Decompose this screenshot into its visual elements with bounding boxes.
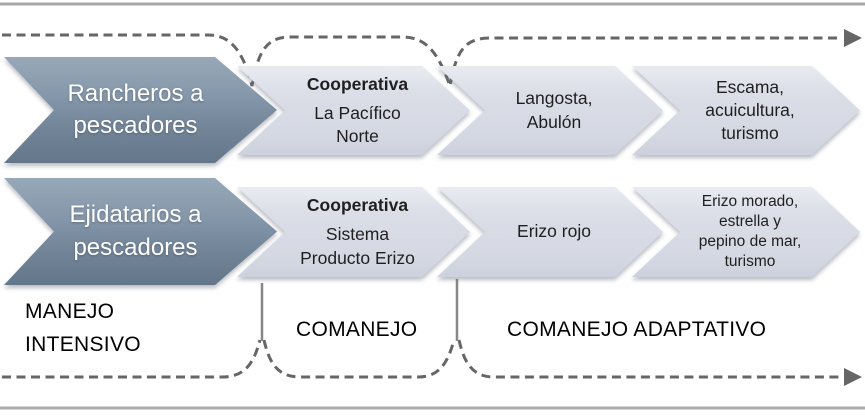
chevron-source-row1-label: Rancheros a pescadores (67, 79, 204, 139)
chevron-diversified-row1: Escama, acuicultura, turismo (632, 66, 860, 155)
phase-label-comanejo: COMANEJO (296, 318, 418, 341)
chevron-source-row2: Ejidatarios a pescadores (4, 178, 277, 285)
chevron-cooperative-row1: Cooperativa La Pacífico Norte (237, 66, 470, 155)
diversified-row1-label: Escama, acuicultura, turismo (705, 76, 795, 144)
top-arrowhead-icon (844, 29, 862, 47)
bottom-arrowhead-icon (844, 368, 862, 386)
chevron-cooperative-row2: Cooperativa Sistema Producto Erizo (237, 187, 470, 277)
chevron-source-row2-label: Ejidatarios a pescadores (69, 201, 202, 261)
top-timeline-dashed-line (2, 33, 842, 92)
cooperative-title-row1: Cooperativa (306, 73, 409, 94)
chevron-source-row1: Rancheros a pescadores (4, 57, 277, 163)
species-row1-label: Langosta, Abulón (515, 88, 593, 132)
phase-label-manejo-intensivo: MANEJO INTENSIVO (25, 300, 141, 356)
cooperative-title-row2: Cooperativa (306, 195, 409, 216)
phase-label-comanejo-adaptativo: COMANEJO ADAPTATIVO (507, 318, 767, 341)
cooperative-name-row2: Sistema Producto Erizo (300, 224, 415, 268)
diversified-row2-label: Erizo morado, estrella y pepino de mar, … (698, 192, 802, 271)
chevron-species-row2: Erizo rojo (437, 187, 663, 277)
chevron-species-row1: Langosta, Abulón (437, 66, 663, 155)
species-row2-label: Erizo rojo (517, 221, 591, 242)
cooperative-name-row1: La Pacífico Norte (314, 102, 401, 147)
chevron-diversified-row2: Erizo morado, estrella y pepino de mar, … (632, 187, 860, 277)
bottom-timeline-dashed-line (2, 339, 842, 379)
